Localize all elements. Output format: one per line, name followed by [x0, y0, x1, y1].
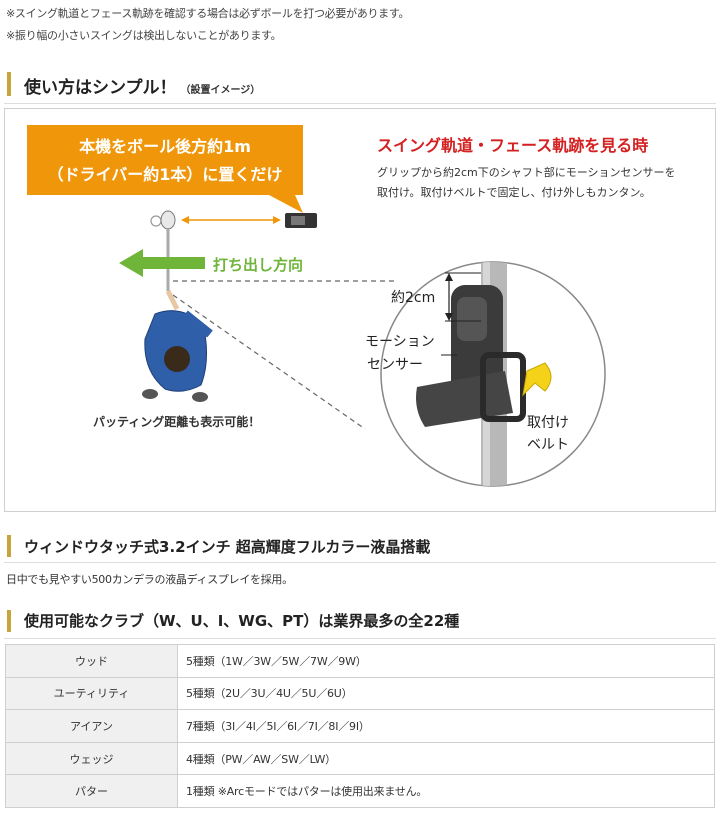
callout-pointer [269, 195, 303, 213]
section-heading-clubs: 使用可能なクラブ（W、U、I、WG、PT）は業界最多の全22種 [4, 603, 716, 639]
direction-label: 打ち出し方向 [213, 256, 303, 274]
setup-illustration: 本機をボール後方約1m （ドライバー約1本）に置くだけ 打ち出し方向 パッティン [4, 108, 716, 512]
heading-title: 使用可能なクラブ（W、U、I、WG、PT）は業界最多の全22種 [24, 612, 460, 630]
dimension-label: 約2cm [391, 290, 435, 306]
golf-ball [150, 215, 162, 227]
distance-arrowhead-left [181, 216, 189, 224]
setup-diagram-svg: 本機をボール後方約1m （ドライバー約1本）に置くだけ 打ち出し方向 パッティン [27, 125, 676, 487]
sensor-label-line2: センサー [367, 357, 423, 373]
note-ball-required: ※スイング軌道とフェース軌跡を確認する場合は必ずボールを打つ必要があります。 [6, 7, 410, 20]
rotation-arrow [522, 362, 552, 397]
club-name: パター [5, 774, 178, 808]
heading-accent-bar [7, 610, 11, 632]
club-name: アイアン [5, 709, 178, 743]
table-row: パター 1種類 ※Arcモードではパターは使用出来ません。 [5, 774, 715, 808]
heading-title-text: 使い方はシンプル！ [24, 78, 177, 98]
section-heading-display: ウィンドウタッチ式3.2インチ 超高輝度フルカラー液晶搭載 [4, 529, 716, 563]
club-types: 4種類（PW／AW／SW／LW） [177, 741, 715, 776]
club-table: ウッド 5種類（1W／3W／5W／7W／9W） ユーティリティ 5種類（2U／3… [5, 644, 715, 808]
swing-view-title: スイング軌道・フェース軌跡を見る時 [377, 136, 648, 155]
display-description: 日中でも見やすい500カンデラの液晶ディスプレイを採用。 [6, 573, 293, 586]
note-small-swing: ※振り幅の小さいスイングは検出しないことがあります。 [6, 29, 282, 42]
heading-accent-bar [7, 535, 11, 557]
putting-distance-text: パッティング距離も表示可能！ [93, 414, 260, 429]
section-heading-usage: 使い方はシンプル！（設置イメージ） [4, 66, 716, 104]
mounting-belt [416, 371, 513, 427]
table-row: ウェッジ 4種類（PW／AW／SW／LW） [5, 741, 715, 776]
heading-subtitle: （設置イメージ） [180, 85, 261, 96]
golfer-head [164, 346, 190, 372]
swing-view-desc-line1: グリップから約2cm下のシャフト部にモーションセンサーを [377, 165, 676, 179]
club-name: ユーティリティ [5, 676, 178, 711]
club-types: 5種類（2U／3U／4U／5U／6U） [177, 676, 715, 711]
club-name: ウッド [5, 644, 178, 678]
heading-accent-bar [7, 72, 11, 96]
direction-arrow [119, 249, 205, 277]
heading-title: 使い方はシンプル！（設置イメージ） [24, 73, 260, 98]
club-head [160, 210, 176, 230]
belt-label-line2: ベルト [527, 437, 569, 453]
guide-line-bottom [172, 294, 366, 430]
club-types: 1種類 ※Arcモードではパターは使用出来ません。 [177, 774, 715, 808]
sensor-label-line1: モーション [365, 334, 435, 350]
golfer-figure [142, 289, 213, 402]
callout-line1: 本機をボール後方約1m [79, 137, 251, 156]
club-types: 7種類（3I／4I／5I／6I／7I／8I／9I） [177, 709, 715, 743]
callout-line2: （ドライバー約1本）に置くだけ [48, 165, 283, 184]
swing-view-desc-line2: 取付け。取付けベルトで固定し、付け外しもカンタン。 [377, 185, 651, 199]
table-row: ユーティリティ 5種類（2U／3U／4U／5U／6U） [5, 676, 715, 711]
table-row: アイアン 7種類（3I／4I／5I／6I／7I／8I／9I） [5, 709, 715, 743]
club-name: ウェッジ [5, 741, 178, 776]
table-row: ウッド 5種類（1W／3W／5W／7W／9W） [5, 644, 715, 678]
zoom-detail [416, 262, 552, 486]
belt-label-line1: 取付け [527, 415, 569, 431]
device-screen [291, 216, 305, 225]
callout-box [27, 125, 303, 195]
heading-title: ウィンドウタッチ式3.2インチ 超高輝度フルカラー液晶搭載 [24, 538, 431, 556]
distance-arrowhead-right [273, 216, 281, 224]
club-types: 5種類（1W／3W／5W／7W／9W） [177, 644, 715, 678]
